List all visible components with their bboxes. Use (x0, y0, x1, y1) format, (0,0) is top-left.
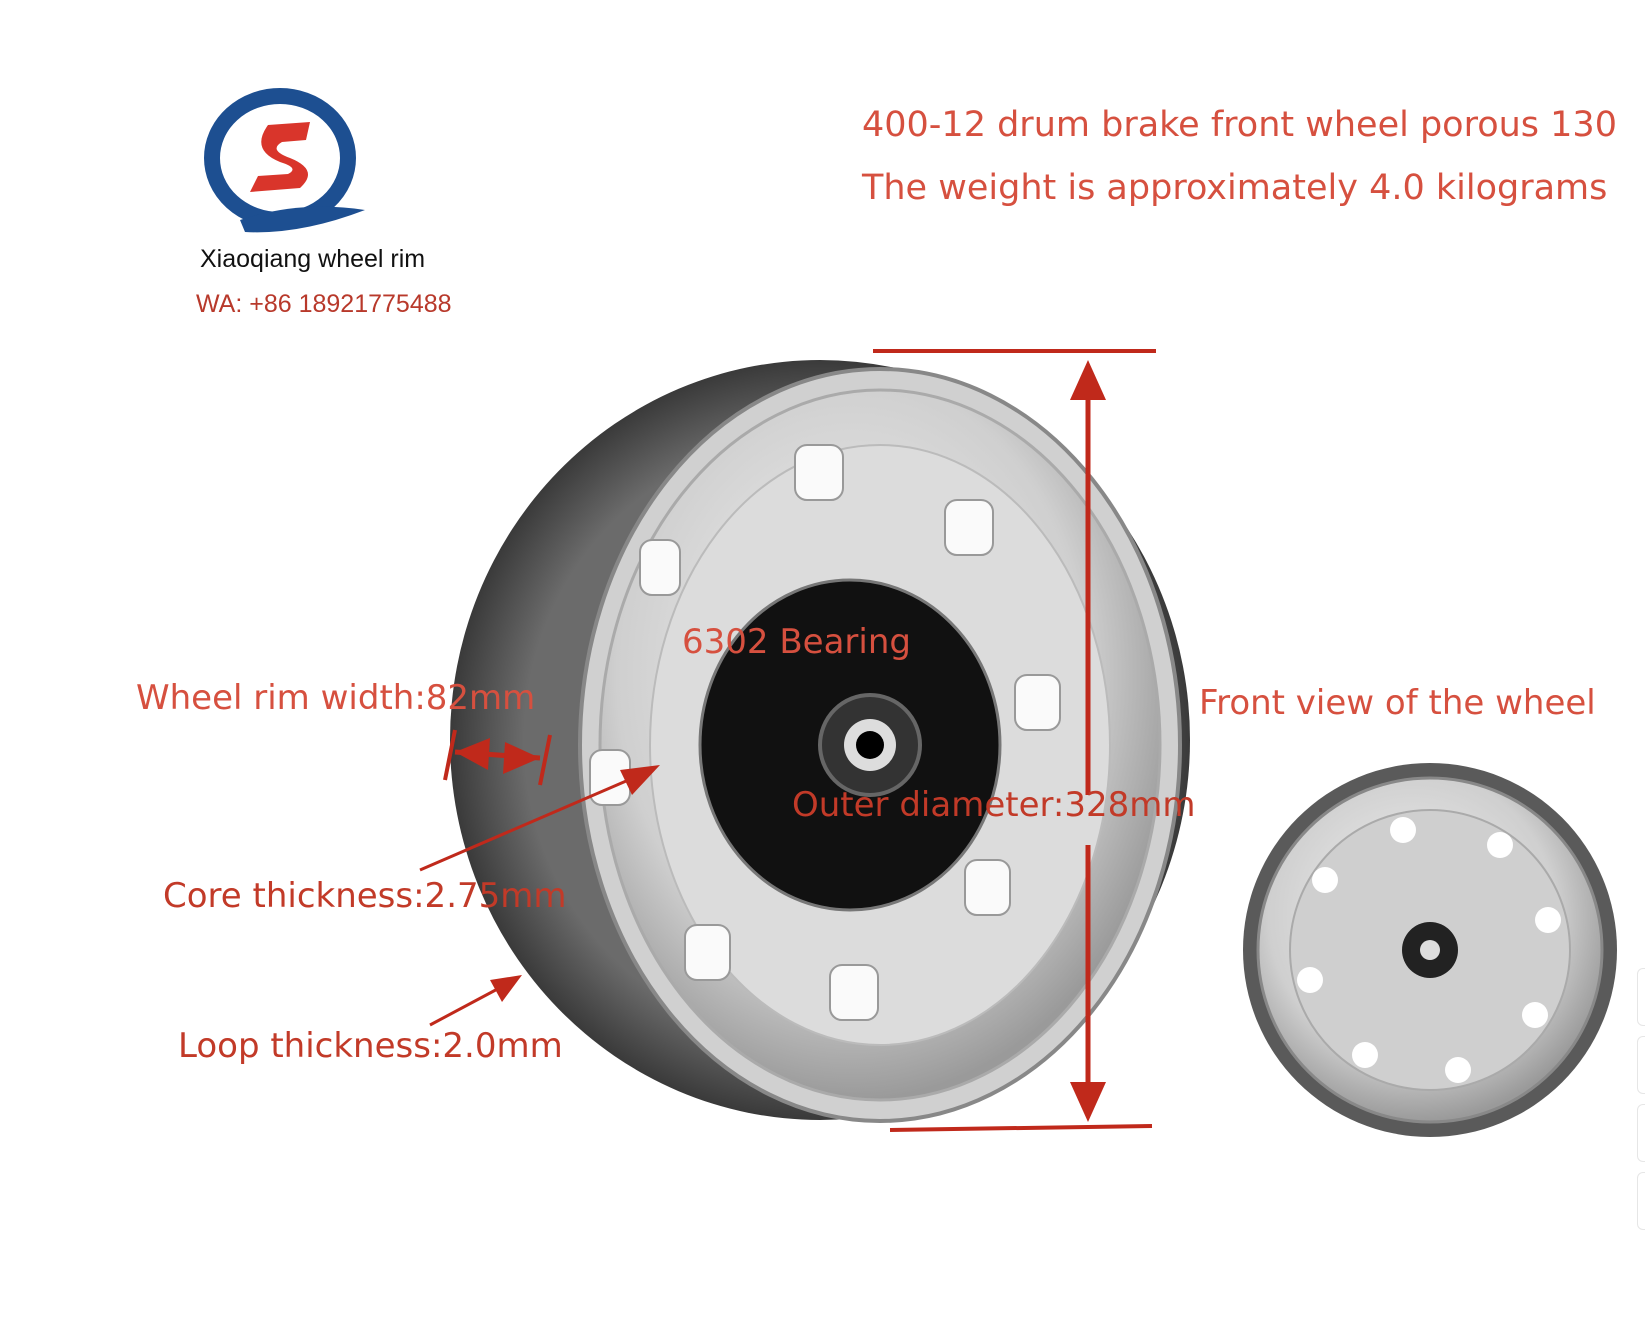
dimension-arrows (419, 349, 1156, 1132)
whatsapp-contact: WA: +86 18921775488 (196, 290, 452, 318)
brand-logo (204, 88, 365, 233)
rim-width-label: Wheel rim width:82mm (136, 678, 536, 718)
product-weight: The weight is approximately 4.0 kilogram… (862, 168, 1608, 208)
side-tab (1637, 1104, 1645, 1162)
front-view-wheel-image (1243, 763, 1617, 1137)
side-tab (1637, 1172, 1645, 1230)
product-title: 400-12 drum brake front wheel porous 130 (862, 105, 1617, 145)
main-wheel-image (450, 360, 1190, 1123)
core-thickness-label: Core thickness:2.75mm (163, 876, 567, 916)
side-tab (1637, 968, 1645, 1026)
brand-name: Xiaoqiang wheel rim (200, 245, 426, 273)
bearing-label: 6302 Bearing (682, 622, 911, 662)
front-view-label: Front view of the wheel (1199, 683, 1596, 723)
outer-diameter-label: Outer diameter:328mm (792, 785, 1196, 825)
loop-thickness-label: Loop thickness:2.0mm (178, 1026, 563, 1066)
side-tab (1637, 1036, 1645, 1094)
